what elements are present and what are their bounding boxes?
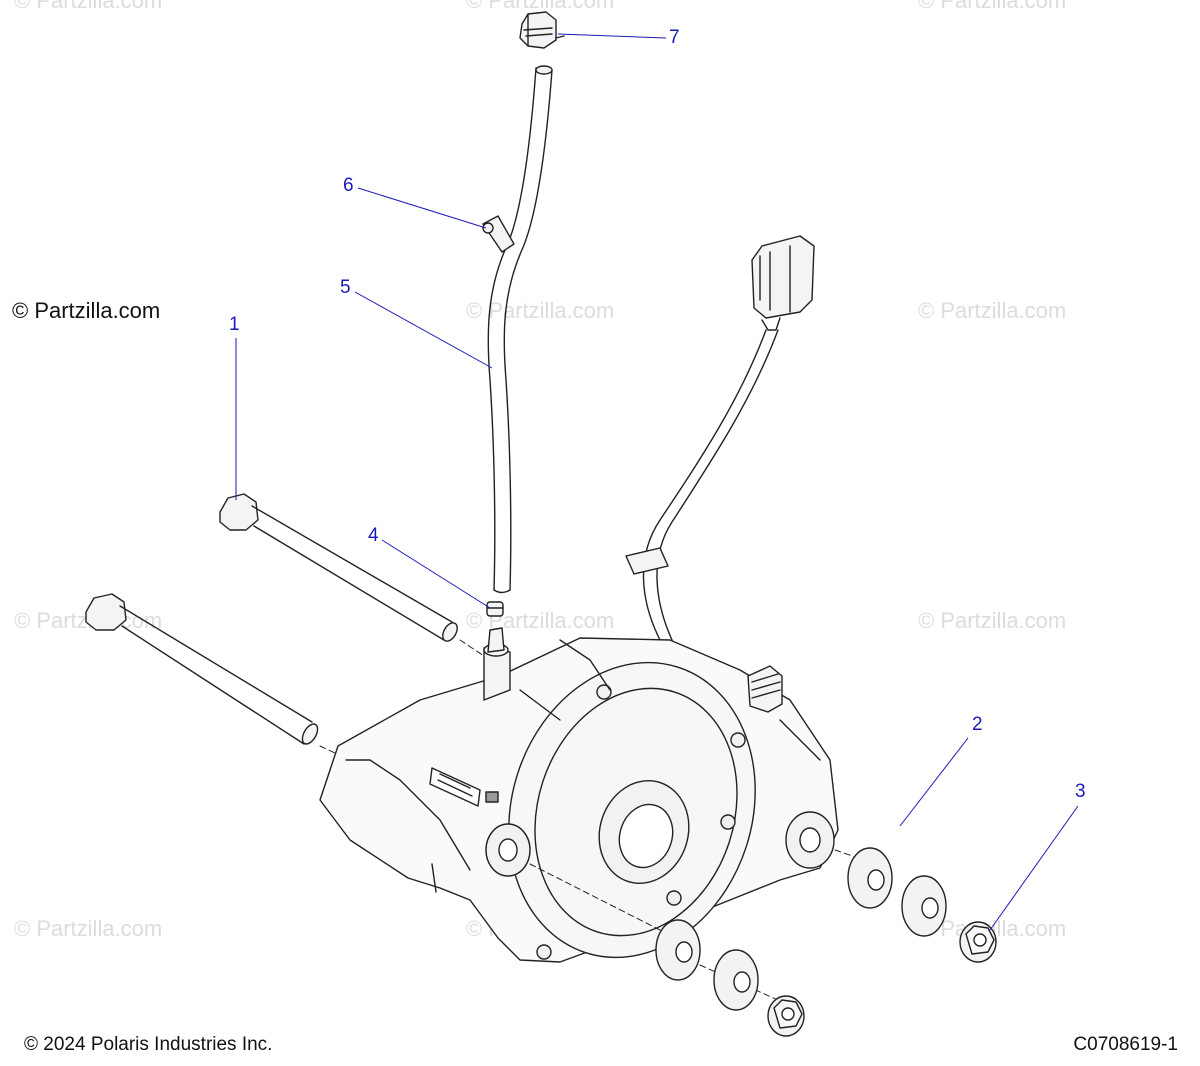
watermark: © Partzilla.com	[14, 916, 163, 941]
callout-3[interactable]: 3	[1075, 781, 1086, 802]
callout-4[interactable]: 4	[368, 525, 379, 546]
leader-lines	[235, 33, 1079, 931]
flange-nut-left	[767, 995, 805, 1037]
front-gearcase	[319, 627, 839, 963]
isolator-left-1	[655, 919, 701, 981]
long-bolt-lower	[85, 593, 319, 745]
vent-cap	[519, 11, 565, 49]
isolator-right-2	[901, 875, 947, 937]
copyright-text: © 2024 Polaris Industries Inc.	[24, 1034, 273, 1055]
callout-1[interactable]: 1	[229, 314, 240, 335]
callout-5[interactable]: 5	[340, 277, 351, 298]
callout-6[interactable]: 6	[343, 175, 354, 196]
flange-nut-right	[959, 921, 997, 963]
watermark: © Partzilla.com	[918, 298, 1067, 323]
sensor-harness	[625, 235, 815, 761]
callout-7[interactable]: 7	[669, 27, 680, 48]
callout-2[interactable]: 2	[972, 714, 983, 735]
isolator-left-2	[713, 949, 759, 1011]
vent-hose	[487, 65, 553, 594]
hose-clip	[482, 215, 515, 253]
watermark: © Partzilla.com	[918, 608, 1067, 633]
watermark: © Partzilla.com	[466, 0, 615, 13]
watermark: © Partzilla.com	[918, 0, 1067, 13]
watermark: © Partzilla.com	[14, 0, 163, 13]
brand-label: © Partzilla.com	[12, 298, 161, 323]
hose-clamp	[486, 601, 504, 617]
isolator-right-1	[847, 847, 893, 909]
long-bolt-upper	[219, 493, 458, 642]
diagram-code: C0708619-1	[1073, 1034, 1178, 1055]
